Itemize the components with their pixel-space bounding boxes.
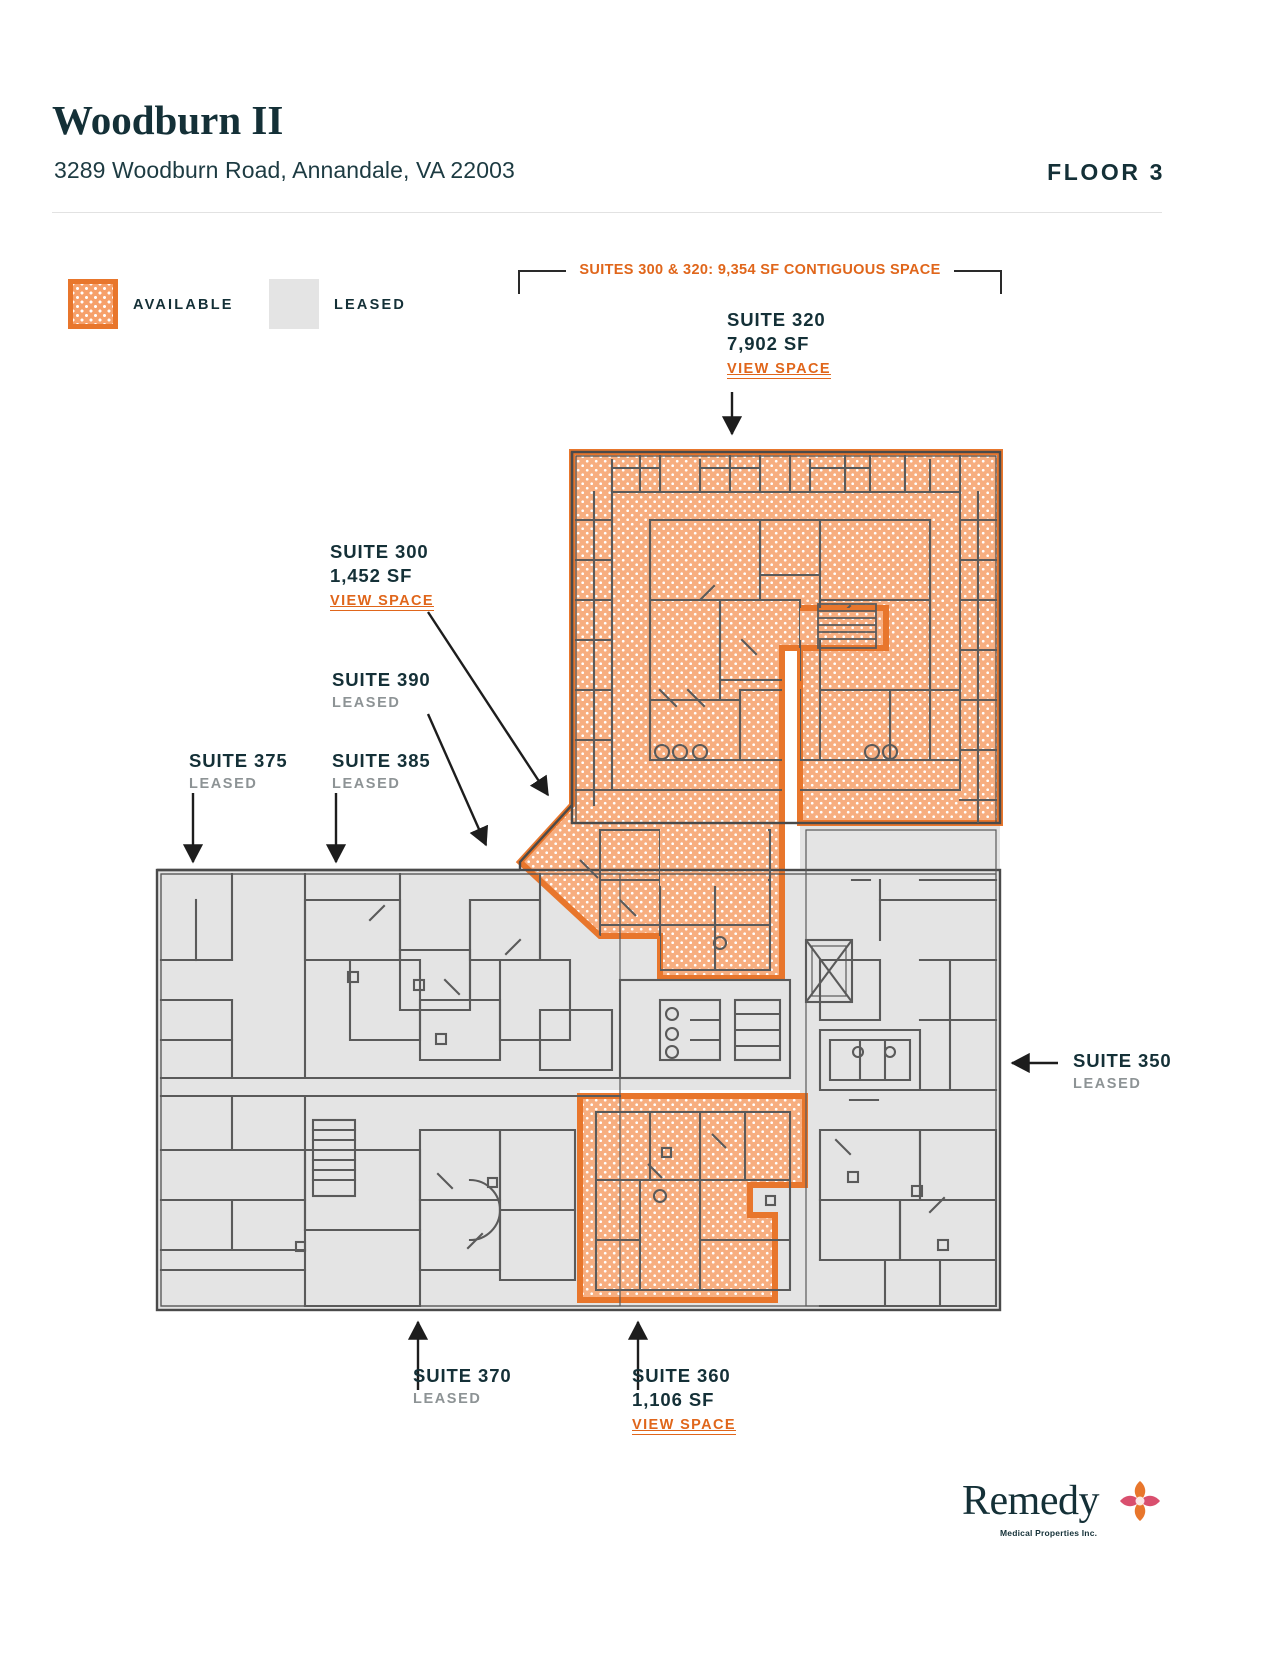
suite-360-size: 1,106 SF xyxy=(632,1389,715,1411)
contiguous-space-label: SUITES 300 & 320: 9,354 SF CONTIGUOUS SP… xyxy=(579,262,941,278)
bracket-bar-right xyxy=(954,270,1002,272)
building-address: 3289 Woodburn Road, Annandale, VA 22003 xyxy=(54,157,515,183)
suite-370-status: LEASED xyxy=(413,1391,482,1408)
suite-390-status: LEASED xyxy=(332,695,401,712)
suite-360-view-space-link[interactable]: VIEW SPACE xyxy=(632,1416,736,1435)
suite-320-view-space-link[interactable]: VIEW SPACE xyxy=(727,360,831,379)
callout-suite-300: SUITE 300 1,452 SF VIEW SPACE xyxy=(330,540,434,611)
suite-385-name: SUITE 385 xyxy=(332,750,431,771)
bracket-bar-left xyxy=(518,270,566,272)
legend-label-available: AVAILABLE xyxy=(133,297,234,313)
interior-walls-suite360 xyxy=(594,1110,792,1292)
floor-label: FLOOR 3 xyxy=(1047,159,1165,185)
suite-320-size: 7,902 SF xyxy=(727,333,810,355)
suite-390-name: SUITE 390 xyxy=(332,669,431,690)
interior-walls-north xyxy=(574,454,998,825)
remedy-petal-mark xyxy=(1120,1481,1160,1521)
suite-350-name: SUITE 350 xyxy=(1073,1050,1172,1071)
legend-label-leased: LEASED xyxy=(334,297,407,313)
page-header: Woodburn II 3289 Woodburn Road, Annandal… xyxy=(0,0,1275,220)
legend-swatch-leased xyxy=(269,279,319,329)
remedy-tagline: Medical Properties Inc. xyxy=(1000,1528,1098,1538)
suite-300-name: SUITE 300 xyxy=(330,541,429,562)
remedy-logo: Remedy Medical Properties Inc. xyxy=(962,1478,1162,1548)
interior-walls-west xyxy=(159,872,622,1308)
legend-swatch-available xyxy=(68,279,118,329)
remedy-wordmark: Remedy xyxy=(962,1478,1099,1524)
callout-suite-385: SUITE 385 LEASED xyxy=(332,749,431,797)
suite-320-name: SUITE 320 xyxy=(727,309,826,330)
suite-300-size: 1,452 SF xyxy=(330,565,413,587)
suite-360-name: SUITE 360 xyxy=(632,1365,731,1386)
suite-300-view-space-link[interactable]: VIEW SPACE xyxy=(330,592,434,611)
suite-370-name: SUITE 370 xyxy=(413,1365,512,1386)
suite-385-status: LEASED xyxy=(332,776,401,793)
page-title: Woodburn II xyxy=(52,97,284,143)
interior-walls-east xyxy=(805,829,998,1308)
callout-suite-320: SUITE 320 7,902 SF VIEW SPACE xyxy=(727,308,831,379)
bracket-tick-left xyxy=(518,270,520,294)
bracket-tick-right xyxy=(1000,270,1002,294)
callout-suite-370: SUITE 370 LEASED xyxy=(413,1364,512,1412)
header-divider xyxy=(52,212,1162,213)
suite-375-name: SUITE 375 xyxy=(189,750,288,771)
suite-375-status: LEASED xyxy=(189,776,258,793)
contiguous-space-bracket: SUITES 300 & 320: 9,354 SF CONTIGUOUS SP… xyxy=(518,262,1002,294)
callout-suite-350: SUITE 350 LEASED xyxy=(1073,1049,1172,1097)
stair-north xyxy=(817,603,877,649)
suite-350-status: LEASED xyxy=(1073,1076,1142,1093)
callout-suite-360: SUITE 360 1,106 SF VIEW SPACE xyxy=(632,1364,736,1435)
callout-suite-375: SUITE 375 LEASED xyxy=(189,749,288,797)
callout-suite-390: SUITE 390 LEASED xyxy=(332,668,431,716)
